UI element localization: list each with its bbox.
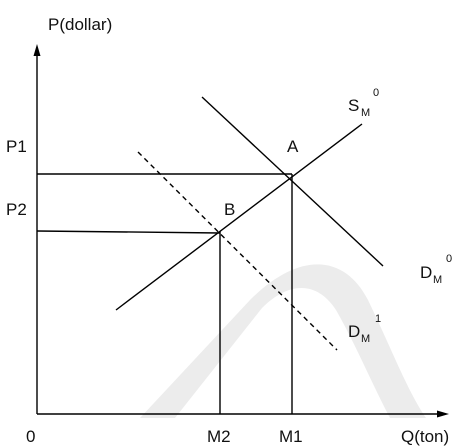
demand-curve-0-label: D M 0 — [420, 253, 452, 286]
y-axis-arrow — [33, 44, 41, 56]
supply-label-main: S — [348, 96, 359, 115]
watermark-shape — [140, 264, 426, 418]
point-a-label: A — [287, 137, 299, 156]
demand0-label-sub: M — [433, 274, 442, 286]
y-axis-label: P(dollar) — [48, 15, 112, 34]
origin-label: 0 — [26, 427, 35, 446]
demand-curve-1 — [137, 151, 338, 351]
demand1-label-sup: 1 — [375, 313, 381, 325]
axes — [33, 44, 449, 418]
m2-label: M2 — [207, 427, 231, 446]
guide-lines — [36, 173, 293, 414]
supply-label-sub: M — [361, 107, 370, 119]
point-b-label: B — [224, 200, 235, 219]
demand0-label-sup: 0 — [446, 253, 452, 265]
x-axis-arrow — [437, 410, 449, 418]
demand0-label-main: D — [420, 263, 432, 282]
p2-label: P2 — [6, 200, 27, 219]
supply-label-sup: 0 — [373, 87, 379, 99]
watermark — [140, 264, 426, 418]
x-axis-label: Q(ton) — [401, 427, 449, 446]
demand1-label-sub: M — [361, 333, 370, 345]
p2-guide — [36, 230, 221, 234]
p1-label: P1 — [6, 137, 27, 156]
supply-curve — [115, 123, 363, 311]
demand1-label-main: D — [348, 322, 360, 341]
supply-curve-label: S M 0 — [348, 87, 379, 119]
m1-label: M1 — [279, 427, 303, 446]
demand-curve-1-label: D M 1 — [348, 313, 381, 345]
